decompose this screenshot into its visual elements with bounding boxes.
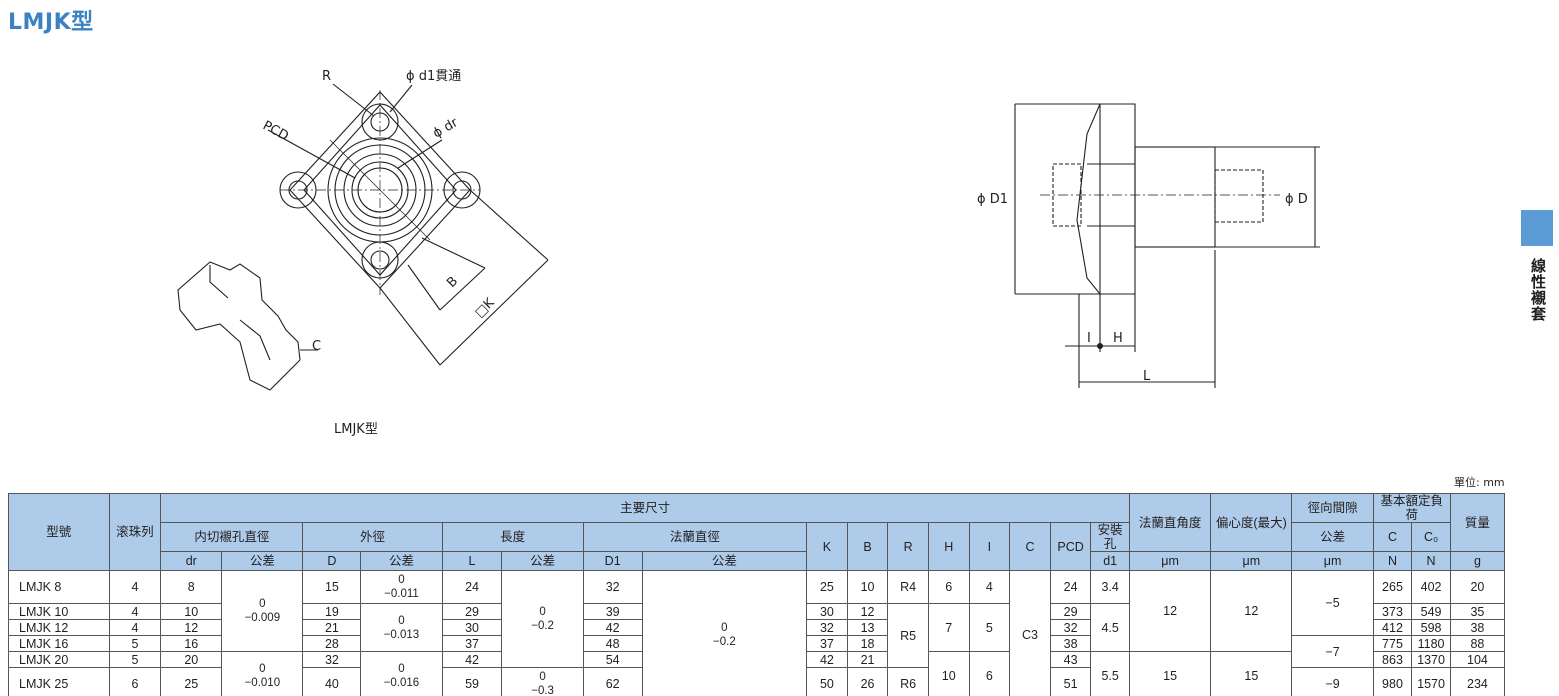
label-C: C [312, 339, 321, 354]
label-H: H [1113, 331, 1123, 346]
header-D: D [302, 551, 362, 571]
header-flange-dia: 法蘭直徑 [582, 522, 808, 552]
label-R: R [322, 69, 331, 84]
label-D: ϕ D [1285, 192, 1308, 207]
header-N2: N [1411, 551, 1451, 571]
header-C: C [1009, 522, 1051, 571]
section-tab[interactable] [1521, 210, 1553, 246]
front-view-drawing: R ϕ d1貫通 PCD ϕ dr B □K C [150, 60, 570, 400]
label-K: □K [472, 295, 498, 321]
table-row: LMJK 20 5 20 0−0.010 32 0−0.016 42 54 42… [8, 651, 1506, 696]
label-d1: ϕ d1貫通 [406, 69, 461, 84]
header-D-tol: 公差 [360, 551, 443, 571]
flange-profile [1076, 103, 1136, 295]
header-D1: D1 [582, 551, 643, 571]
section-label: 線性襯套 [1529, 258, 1547, 322]
header-radial-unit: μm [1291, 551, 1374, 571]
header-C-load: C [1372, 522, 1413, 552]
table-row: LMJK 16 5 16 28 37 48 37 18 38 −7 775 11… [8, 635, 1506, 668]
header-mass-unit: g [1449, 551, 1506, 571]
header-K: K [806, 522, 848, 571]
header-perp-unit: μm [1128, 551, 1212, 571]
header-perp: 法蘭直角度 [1128, 493, 1212, 552]
header-D1-tol: 公差 [641, 551, 808, 571]
header-load: 基本額定負荷 [1372, 493, 1451, 523]
header-model: 型號 [8, 493, 110, 571]
header-main-dims: 主要尺寸 [160, 493, 1130, 523]
header-length: 長度 [441, 522, 584, 552]
header-B: B [846, 522, 889, 571]
header-mass: 質量 [1449, 493, 1506, 552]
header-d1: d1 [1090, 551, 1130, 571]
table-row: LMJK 8 4 8 0−0.009 15 0−0.011 24 0−0.2 3… [8, 570, 1506, 696]
label-D1: ϕ D1 [977, 192, 1008, 207]
label-dr: ϕ dr [431, 115, 462, 141]
page-title: LMJK型 [8, 10, 94, 35]
figure-caption: LMJK型 [334, 422, 378, 437]
label-I: I [1087, 331, 1091, 346]
header-L-tol: 公差 [501, 551, 584, 571]
table-row: LMJK 25 6 25 40 59 0−0.3 62 50 26 R6 51 … [8, 667, 1506, 696]
header-dr-tol: 公差 [221, 551, 304, 571]
header-L: L [441, 551, 503, 571]
side-view-drawing: ϕ D1 ϕ D I H L [975, 90, 1325, 390]
header-radial-tol: 公差 [1291, 522, 1374, 552]
header-ecc: 偏心度(最大) [1210, 493, 1293, 552]
header-mount: 安裝孔 [1090, 522, 1130, 552]
header-PCD: PCD [1049, 522, 1092, 571]
label-L: L [1143, 369, 1151, 384]
header-balls: 滚珠列 [108, 493, 162, 571]
header-C0-load: C₀ [1411, 522, 1451, 552]
spec-table: 型號 滚珠列 主要尺寸 法蘭直角度 偏心度(最大) 徑向間隙 基本額定負荷 質量… [8, 493, 1506, 696]
label-B: B [444, 274, 461, 291]
header-radial: 徑向間隙 [1291, 493, 1374, 523]
header-dr: dr [160, 551, 223, 571]
header-ecc-unit: μm [1210, 551, 1293, 571]
header-inner: 内切襯孔直徑 [160, 522, 304, 552]
header-R: R [887, 522, 929, 571]
header-N1: N [1372, 551, 1413, 571]
header-I: I [968, 522, 1011, 571]
table-row: LMJK 12 4 12 21 30 42 32 13 32 412 598 3… [8, 619, 1506, 636]
header-H: H [927, 522, 970, 571]
body-profile [1134, 146, 1216, 248]
header-outer: 外徑 [302, 522, 443, 552]
unit-note: 單位: mm [1454, 476, 1505, 489]
